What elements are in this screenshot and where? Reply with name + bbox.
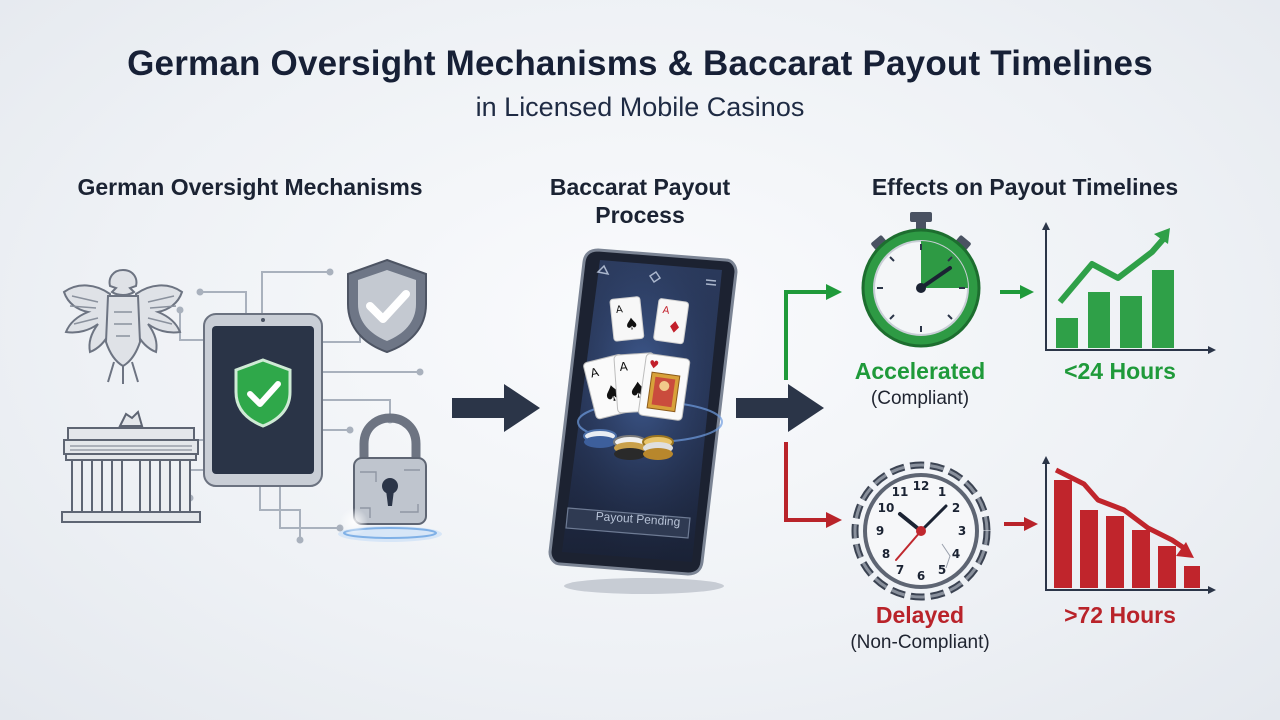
flow-arrow-1 <box>452 384 540 432</box>
effects-heading: Effects on Payout Timelines <box>871 174 1179 200</box>
stopwatch-icon <box>861 212 981 348</box>
svg-text:8: 8 <box>882 547 890 561</box>
flow-arrow-2 <box>736 384 824 432</box>
svg-text:3: 3 <box>958 524 966 538</box>
process-heading-line1: Baccarat Payout <box>549 174 731 200</box>
page-subtitle: in Licensed Mobile Casinos <box>475 92 805 122</box>
svg-text:♦: ♦ <box>666 317 683 338</box>
delayed-sublabel: (Non-Compliant) <box>850 632 990 653</box>
bar-chart-down-icon <box>1042 456 1216 594</box>
brandenburg-gate-icon <box>61 410 201 523</box>
svg-text:5: 5 <box>938 563 946 577</box>
svg-text:6: 6 <box>917 569 925 583</box>
svg-text:12: 12 <box>913 479 930 493</box>
svg-text:♠: ♠ <box>623 314 639 334</box>
svg-text:2: 2 <box>952 501 960 515</box>
page-title: German Oversight Mechanisms & Baccarat P… <box>127 44 1153 83</box>
accelerated-time: <24 Hours <box>1064 358 1176 384</box>
svg-text:10: 10 <box>878 501 895 515</box>
process-heading-line2: Process <box>595 202 685 228</box>
svg-text:7: 7 <box>896 563 904 577</box>
accelerated-sublabel: (Compliant) <box>870 388 970 409</box>
delayed-time: >72 Hours <box>1064 602 1176 628</box>
smartphone-icon: A ♠ A ♦ A ♠ A ♠ ♥ <box>548 248 738 594</box>
eagle-icon <box>62 268 184 384</box>
shield-check-icon <box>347 258 427 354</box>
padlock-icon <box>338 413 442 542</box>
svg-text:♥: ♥ <box>648 358 660 372</box>
chained-clock-icon: 12 1 2 3 4 5 6 7 8 9 10 11 <box>851 461 991 601</box>
bar-chart-up-icon <box>1042 222 1216 354</box>
svg-text:A: A <box>619 359 629 374</box>
svg-text:4: 4 <box>952 547 960 561</box>
oversight-heading: German Oversight Mechanisms <box>77 174 423 200</box>
svg-text:9: 9 <box>876 524 884 538</box>
svg-text:A: A <box>662 305 670 317</box>
accelerated-label: Accelerated <box>854 358 986 384</box>
svg-text:1: 1 <box>938 485 946 499</box>
svg-text:A: A <box>615 304 623 316</box>
svg-text:11: 11 <box>892 485 909 499</box>
delayed-label: Delayed <box>875 602 965 628</box>
tablet-shield-icon <box>203 313 323 487</box>
